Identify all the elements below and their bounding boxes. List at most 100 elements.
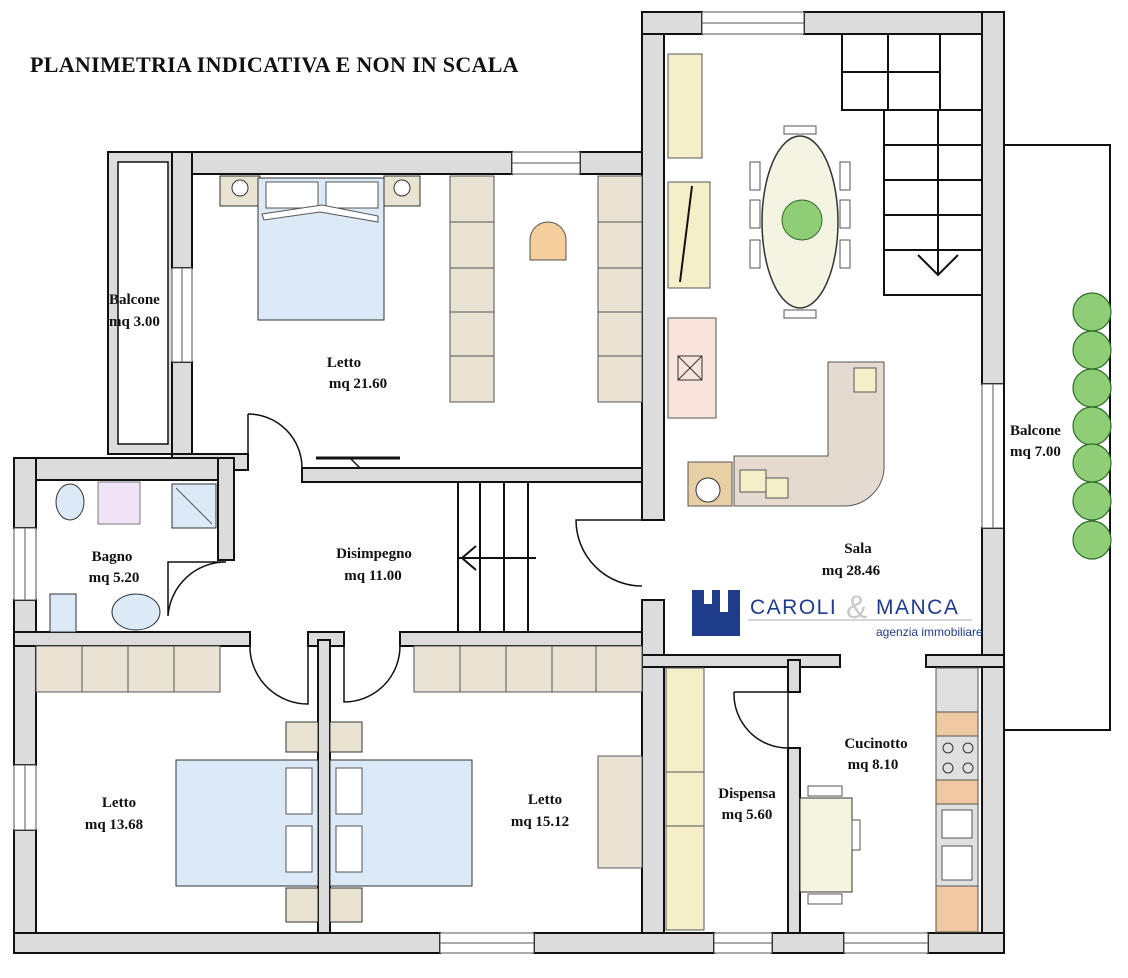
lamp-icon [393,179,411,197]
wall-dispensa-right-a [787,659,801,693]
logo-name-part2: MANCA [876,596,959,619]
kitchen-table [799,797,853,893]
nightstand [285,887,319,923]
fridge-icon [935,667,979,713]
room-name-balcone-left: Balcone [109,292,160,308]
bidet-cabinet [97,481,141,525]
wall-bottom-c [771,932,845,954]
armchair-icon [529,221,567,261]
wall-bottom-a [13,932,441,954]
wall-bottom-d [927,932,1005,954]
counter [935,711,979,737]
room-area-dispensa: mq 5.60 [722,807,773,823]
toilet-icon [49,593,77,633]
fireplace-icon [667,317,717,419]
room-area-letto-main: mq 21.60 [329,376,387,392]
dining-chairs [749,125,851,319]
logo-tagline: agenzia immobiliare [876,625,983,639]
room-area-letto-mid: mq 15.12 [511,814,569,830]
bed-sheet-fold [261,204,379,223]
nightstand [329,887,363,923]
doors [167,413,789,749]
wall-sala-right-a [981,11,1005,385]
door-bagno [167,561,227,617]
cushion-icon [853,367,877,393]
plant-icon [781,199,823,241]
wall-dispensa-right-b [787,747,801,954]
wardrobe-center [449,175,495,403]
wall-bagno-right [217,457,235,561]
room-area-balcone-left: mq 3.00 [109,314,160,330]
room-area-sala: mq 28.46 [822,563,881,579]
staircase-sala [841,34,982,296]
room-area-balcone-right: mq 7.00 [1010,444,1061,460]
counter [935,779,979,805]
tv-stand [667,181,711,289]
wall-bottom-b [533,932,715,954]
cucinotto-furniture [799,667,979,933]
bagno-furniture [49,481,217,633]
wall-sala-top-b [803,11,1003,35]
wall-corridor-bottom-b [399,631,663,647]
room-area-bagno: mq 5.20 [89,570,140,586]
sink-icon [55,483,85,521]
door-dispensa [733,691,789,749]
hedge-plants [1072,292,1112,560]
cabinet-top [667,53,703,159]
balcony-right [1003,144,1112,731]
counter [935,885,979,933]
windows [13,11,1005,954]
nightstand [329,721,363,753]
pillow-icon [335,825,363,873]
room-labels: Balcone mq 3.00 Letto mq 21.60 Bagno mq … [85,292,1061,833]
stove-icon [935,735,979,781]
wall-bagno-left-a [13,457,37,529]
pillow-icon [325,181,379,209]
wall-bedrooms-divider [317,639,331,936]
room-name-cucinotto: Cucinotto [844,736,907,752]
logo-ampersand: & [846,589,867,625]
wall-top-bedroom [171,151,513,175]
room-area-letto-left: mq 13.68 [85,817,143,833]
wall-bedroom-bottom-b [301,467,663,483]
room-name-dispensa: Dispensa [718,786,776,802]
door-bedroom-main [247,413,303,469]
wall-bagno-left-b [13,599,37,766]
lamp-icon [695,477,721,503]
wall-sala-left [641,11,665,521]
bathtub-icon [111,593,161,631]
door-sala [575,519,643,587]
dispensa-furniture [665,667,705,931]
sala-furniture [667,53,885,507]
balcony-left-floor [117,161,169,445]
wardrobe-lower-mid [413,645,643,693]
plan-title: PLANIMETRIA INDICATIVA E NON IN SCALA [30,52,519,77]
cushion-icon [739,469,767,493]
room-name-bagno: Bagno [92,549,133,565]
pillow-icon [285,767,313,815]
room-name-disimpegno: Disimpegno [336,546,412,562]
wall-bagno-bottom [13,631,251,647]
wall-sala-right-b [981,527,1005,954]
logo-mark-icon [692,590,740,636]
wardrobe-lower-left [35,645,221,693]
logo-name-part1: CAROLI [750,596,837,619]
room-name-balcone-right: Balcone [1010,423,1061,439]
bedroom-left-furniture [35,645,319,923]
room-name-letto-main: Letto [327,355,361,371]
desk-icon [597,755,643,869]
wall-bagno-top [13,457,235,481]
room-name-letto-left: Letto [102,795,136,811]
wall-kitchen-top [925,654,1005,668]
staircase-corridor [457,481,536,633]
wall-dispensa-left [641,599,665,954]
corner-sofa [733,361,885,507]
lamp-icon [231,179,249,197]
room-name-letto-mid: Letto [528,792,562,808]
wall-dispensa-top [641,654,841,668]
door-bedroom-left [249,646,309,705]
bedroom-main-furniture [219,175,643,469]
pillow-icon [335,767,363,815]
